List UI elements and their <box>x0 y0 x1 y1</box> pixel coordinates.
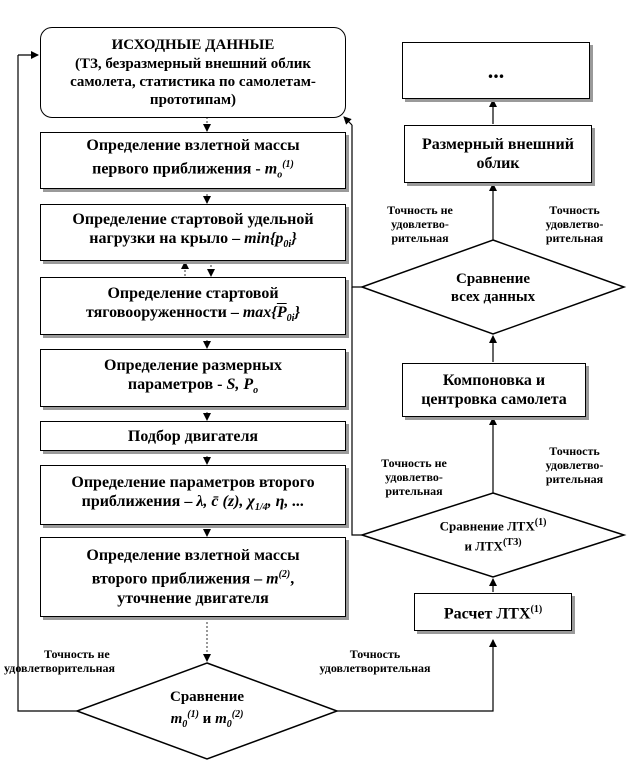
loop-compare-all <box>351 125 362 288</box>
step7-box: Определение взлетной массы второго прибл… <box>40 537 346 617</box>
layout-box: Компоновка и центровка самолета <box>402 363 586 417</box>
compare-ltx-diamond <box>359 492 627 578</box>
compare-ltx-text: Сравнение ЛТХ(1) и ЛТХ(ТЗ) <box>439 517 547 554</box>
step6-box: Определение параметров второго приближен… <box>40 465 346 525</box>
step1-box: Определение взлетной массы первого прибл… <box>40 132 346 189</box>
calc-ltx-label: Расчет ЛТХ(1) <box>443 604 543 623</box>
step2-line1: Определение стартовой удельной <box>72 211 314 229</box>
step3-box: Определение стартовой тяговооруженности … <box>40 277 346 335</box>
step6-line2: приближения – λ, c̄ (z), χ1/4, η, ... <box>81 492 305 514</box>
compare-m-diamond <box>74 662 340 760</box>
step2-box: Определение стартовой удельной нагрузки … <box>40 204 346 261</box>
step6-line1: Определение параметров второго <box>71 473 315 491</box>
start-box: ИСХОДНЫЕ ДАННЫЕ (ТЗ, безразмерный внешни… <box>40 27 346 118</box>
compare-all-text: Сравнение всех данных <box>450 271 536 305</box>
step7-line2: второго приближения – m(2), <box>91 569 295 588</box>
label-ok-mid: Точность удовлетво- рительная <box>545 444 604 486</box>
label-ok-top: Точность удовлетво- рительная <box>545 203 604 245</box>
label-bad-bottom: Точность не удовлетворительная <box>4 647 115 675</box>
step3-line2: тяговооруженности – max{P0i} <box>85 303 301 325</box>
compare-m-text: Сравнение m0(1) и m0(2) <box>169 689 245 730</box>
step7-line3: уточнение двигателя <box>117 589 269 607</box>
label-bad-mid: Точность не удовлетво- рительная <box>381 456 447 498</box>
top-ellipsis-box: ... <box>402 42 590 99</box>
step2-line2: нагрузки на крыло – min{p0i} <box>89 230 297 251</box>
step4-line1: Определение размерных <box>104 356 282 374</box>
arrow-loop-to-start <box>343 116 353 126</box>
loop-left <box>17 55 77 712</box>
arrow-compare-to-calc <box>337 639 497 712</box>
step4-line2: параметров - S, Po <box>127 375 259 397</box>
step1-line2: первого приближения - mo(1) <box>92 159 294 181</box>
start-body: (ТЗ, безразмерный внешний облик самолета… <box>70 56 316 108</box>
step7-line1: Определение взлетной массы <box>86 547 300 565</box>
exterior-label: Размерный внешний облик <box>422 136 574 172</box>
start-title: ИСХОДНЫЕ ДАННЫЕ <box>111 37 275 53</box>
step4-box: Определение размерных параметров - S, Po <box>40 349 346 407</box>
exterior-box: Размерный внешний облик <box>404 125 592 183</box>
layout-label: Компоновка и центровка самолета <box>421 372 567 408</box>
step1-line1: Определение взлетной массы <box>86 137 300 155</box>
step5-label: Подбор двигателя <box>127 427 259 445</box>
label-bad-top: Точность не удовлетво- рительная <box>387 203 453 245</box>
calc-ltx-box: Расчет ЛТХ(1) <box>414 593 572 631</box>
compare-all-diamond <box>359 239 627 335</box>
step3-line1: Определение стартовой <box>107 284 279 302</box>
loop-compare-ltx <box>351 287 362 536</box>
top-ellipsis-label: ... <box>487 58 505 83</box>
label-ok-bottom: Точность удовлетворительная <box>319 647 431 675</box>
step5-box: Подбор двигателя <box>40 421 346 451</box>
